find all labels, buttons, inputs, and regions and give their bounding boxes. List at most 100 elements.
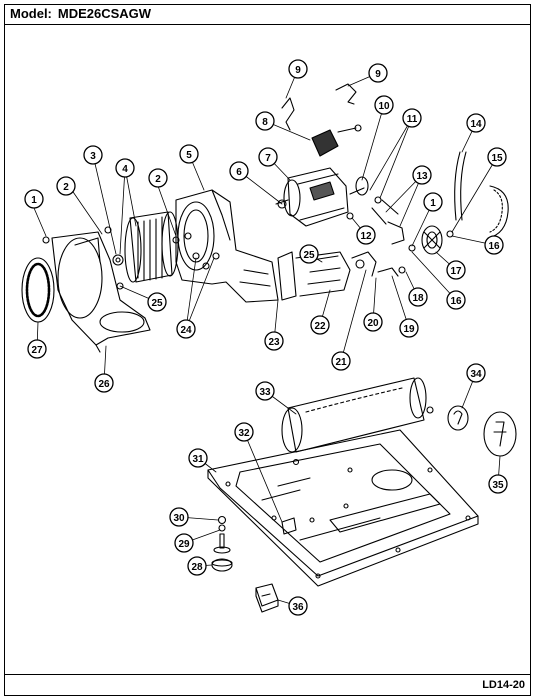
leveling-leg-part: [211, 515, 233, 572]
callout-label: 12: [360, 231, 372, 242]
callout-25b: 25: [147, 292, 167, 312]
blower-wheel-part: [112, 211, 179, 283]
callout-label: 19: [403, 324, 415, 335]
motor-clip-right-part: [335, 83, 357, 105]
callout-35: 35: [488, 474, 508, 494]
callout-32: 32: [234, 422, 254, 442]
callout-30: 30: [169, 507, 189, 527]
callouts: 1 2 3 4 2 5 6 7 8 9 9 10 11 12 13 14 15 …: [24, 59, 508, 616]
callout-27: 27: [27, 339, 47, 359]
callout-label: 35: [492, 480, 504, 491]
callout-label: 9: [295, 65, 301, 76]
callout-label: 32: [238, 428, 250, 439]
callout-label: 14: [470, 119, 482, 130]
callout-14: 14: [466, 113, 486, 133]
callout-label: 5: [186, 150, 192, 161]
callout-label: 25: [151, 298, 163, 309]
callout-label: 4: [122, 164, 128, 175]
callout-26: 26: [94, 373, 114, 393]
callout-1b: 1: [423, 192, 443, 212]
front-bulkhead-part: [51, 231, 151, 353]
callout-11: 11: [402, 108, 422, 128]
callout-2b: 2: [148, 168, 168, 188]
motor-switch-part: [311, 124, 362, 157]
callout-label: 24: [180, 325, 192, 336]
callout-label: 27: [31, 345, 43, 356]
callout-label: 8: [262, 117, 268, 128]
callout-label: 7: [265, 153, 271, 164]
callout-label: 23: [268, 337, 280, 348]
callout-label: 17: [450, 266, 462, 277]
callout-label: 13: [416, 171, 428, 182]
callout-3: 3: [83, 145, 103, 165]
drive-belt-part: [454, 151, 509, 239]
callout-6: 6: [229, 161, 249, 181]
callout-label: 15: [491, 153, 503, 164]
motor-clip-left-part: [281, 97, 295, 131]
callout-label: 2: [155, 174, 161, 185]
diagram-code: LD14-20: [482, 679, 525, 691]
door-seal-ring-part: [21, 257, 55, 323]
callout-34: 34: [466, 363, 486, 383]
callout-label: 28: [191, 562, 203, 573]
callout-label: 22: [314, 321, 326, 332]
thermal-fuse-part: [447, 405, 469, 431]
callout-17: 17: [446, 260, 466, 280]
callout-label: 16: [450, 296, 462, 307]
callout-label: 30: [173, 513, 185, 524]
pulley-fasteners-part: [346, 176, 405, 245]
callout-16a: 16: [484, 235, 504, 255]
base-plate-part: [207, 429, 479, 587]
callout-label: 1: [430, 198, 436, 209]
callout-10: 10: [374, 95, 394, 115]
callout-label: 18: [412, 293, 424, 304]
callout-label: 2: [63, 182, 69, 193]
rear-foot-part: [281, 517, 297, 535]
callout-33: 33: [255, 381, 275, 401]
callout-25a: 25: [299, 244, 319, 264]
callout-9b: 9: [368, 63, 388, 83]
callout-7: 7: [258, 147, 278, 167]
callout-12: 12: [356, 225, 376, 245]
callout-4: 4: [115, 158, 135, 178]
wire-connector-part: [255, 583, 279, 613]
callout-16b: 16: [446, 290, 466, 310]
thermostat-part: [483, 411, 517, 457]
drive-motor-part: [275, 167, 365, 227]
callout-29: 29: [174, 533, 194, 553]
callout-31: 31: [188, 448, 208, 468]
callout-8: 8: [255, 111, 275, 131]
callout-label: 11: [407, 114, 418, 125]
callout-22: 22: [310, 315, 330, 335]
callout-label: 36: [292, 602, 304, 613]
callout-label: 31: [192, 454, 204, 465]
model-header: Model:MDE26CSAGW: [10, 6, 157, 21]
callout-label: 26: [98, 379, 110, 390]
callout-label: 20: [367, 318, 379, 329]
callout-21: 21: [331, 351, 351, 371]
footer-rule: [4, 674, 531, 675]
callout-19: 19: [399, 318, 419, 338]
callout-1a: 1: [24, 189, 44, 209]
callout-24: 24: [176, 319, 196, 339]
callout-28: 28: [187, 556, 207, 576]
header-rule: [4, 24, 531, 25]
idler-pulley-part: [408, 225, 454, 255]
callout-36: 36: [288, 596, 308, 616]
callout-label: 10: [378, 101, 390, 112]
callout-13: 13: [412, 165, 432, 185]
callout-label: 6: [236, 167, 242, 178]
callout-18: 18: [408, 287, 428, 307]
callout-label: 9: [375, 69, 381, 80]
callout-label: 3: [90, 151, 96, 162]
callout-2a: 2: [56, 176, 76, 196]
callout-label: 1: [31, 195, 37, 206]
callout-label: 21: [335, 357, 347, 368]
callout-label: 33: [259, 387, 271, 398]
blower-fasteners-part: [42, 226, 220, 290]
model-number: MDE26CSAGW: [57, 6, 152, 21]
callout-label: 29: [178, 539, 190, 550]
callout-15: 15: [487, 147, 507, 167]
callout-label: 34: [470, 369, 482, 380]
